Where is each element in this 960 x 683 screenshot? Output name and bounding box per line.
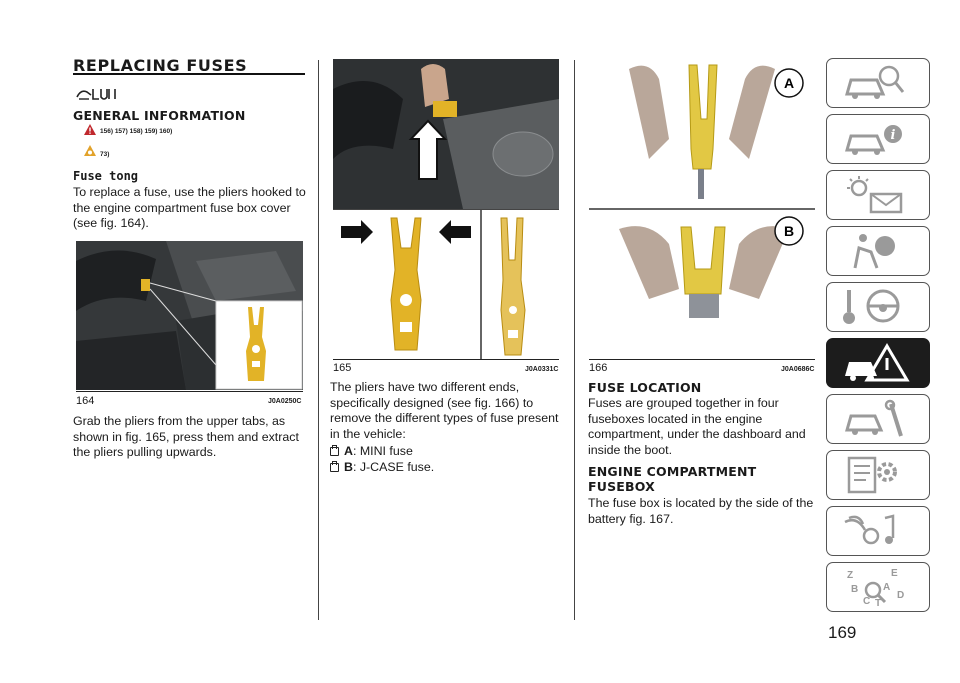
fuse-location-text: Fuses are grouped together in four fuseb…: [588, 396, 806, 457]
bullet-b-key: B: [344, 460, 353, 474]
bullet-item-a: A: MINI fuse: [330, 444, 566, 460]
car-steering-icon: [845, 65, 905, 99]
tab-emergency[interactable]: [826, 338, 930, 388]
fig164-photo: [76, 241, 303, 390]
engine-fusebox-text: The fuse box is located by the side of t…: [588, 496, 814, 526]
fig166-number: 166: [589, 362, 608, 374]
column-divider-1: [318, 60, 319, 620]
fig166-rule: [589, 359, 815, 360]
svg-text:E: E: [891, 568, 898, 579]
airbag-icon: [853, 234, 895, 269]
fig166-label-a: A: [784, 75, 794, 91]
warning-triangle-icon: [84, 124, 96, 135]
light-mail-icon: [847, 176, 903, 214]
steering-wheel-icon: [843, 289, 900, 324]
fig166-photo: A B: [589, 59, 815, 359]
bullet-icon: [330, 461, 339, 472]
svg-text:B: B: [851, 584, 858, 595]
title-rule: [73, 73, 305, 75]
page-number: 169: [828, 623, 857, 642]
general-info-heading: GENERAL INFORMATION: [73, 108, 246, 123]
tab-lights-messages[interactable]: [826, 170, 930, 220]
bullet-b-text: : J-CASE fuse.: [352, 460, 435, 474]
bullet-item-b: B: J-CASE fuse.: [330, 460, 566, 476]
grab-pliers-text: Grab the pliers from the upper tabs, as …: [73, 414, 299, 459]
fuse-tong-heading: Fuse tong: [73, 169, 139, 183]
fuse-location-heading: FUSE LOCATION: [588, 380, 702, 395]
fig165-number: 165: [333, 362, 352, 374]
fig165-photo-top: [333, 59, 559, 209]
column-divider-2: [574, 60, 575, 620]
caution-references: 73): [100, 151, 110, 158]
fig166-label-b: B: [784, 223, 794, 239]
tab-airbag[interactable]: [826, 226, 930, 276]
tab-car-steering[interactable]: [826, 58, 930, 108]
engine-fusebox-heading-line1: ENGINE COMPARTMENT: [588, 464, 757, 479]
car-info-icon: i: [845, 125, 902, 155]
tab-steering[interactable]: [826, 282, 930, 332]
fig166-code: J0A0686C: [781, 366, 815, 373]
caution-triangle-icon: [84, 145, 96, 156]
engine-fusebox-heading-line2: FUSEBOX: [588, 479, 655, 494]
fig165-rule: [333, 359, 559, 360]
warning-references: 156) 157) 158) 159) 160): [100, 128, 173, 135]
svg-text:i: i: [891, 128, 896, 143]
tab-technical-specs[interactable]: [826, 450, 930, 500]
fig165-code: J0A0331C: [525, 366, 559, 373]
bullet-a-text: : MINI fuse: [352, 444, 413, 458]
fig164-number: 164: [76, 395, 95, 407]
car-wrench-icon: [845, 399, 903, 437]
fig164-code: J0A0250C: [268, 398, 302, 405]
car-warning-icon: [845, 343, 910, 382]
svg-text:Z: Z: [847, 570, 853, 581]
tab-car-info[interactable]: i: [826, 114, 930, 164]
pliers-ends-text: The pliers have two different ends, spec…: [330, 380, 559, 441]
svg-text:A: A: [883, 582, 890, 593]
elum-logo-icon: [76, 89, 116, 100]
tab-multimedia[interactable]: [826, 506, 930, 556]
fuse-tong-text: To replace a fuse, use the pliers hooked…: [73, 185, 306, 230]
page-title: REPLACING FUSES: [73, 56, 248, 75]
tab-maintenance[interactable]: [826, 394, 930, 444]
fig165-photo-bottom: [333, 209, 559, 359]
svg-text:T: T: [875, 598, 881, 608]
specs-gear-icon: [847, 456, 897, 494]
bullet-a-key: A: [344, 444, 353, 458]
svg-text:D: D: [897, 590, 904, 601]
bullet-icon: [330, 445, 339, 456]
fig164-rule: [76, 391, 303, 392]
svg-text:C: C: [863, 596, 870, 607]
media-music-icon: [844, 514, 895, 545]
